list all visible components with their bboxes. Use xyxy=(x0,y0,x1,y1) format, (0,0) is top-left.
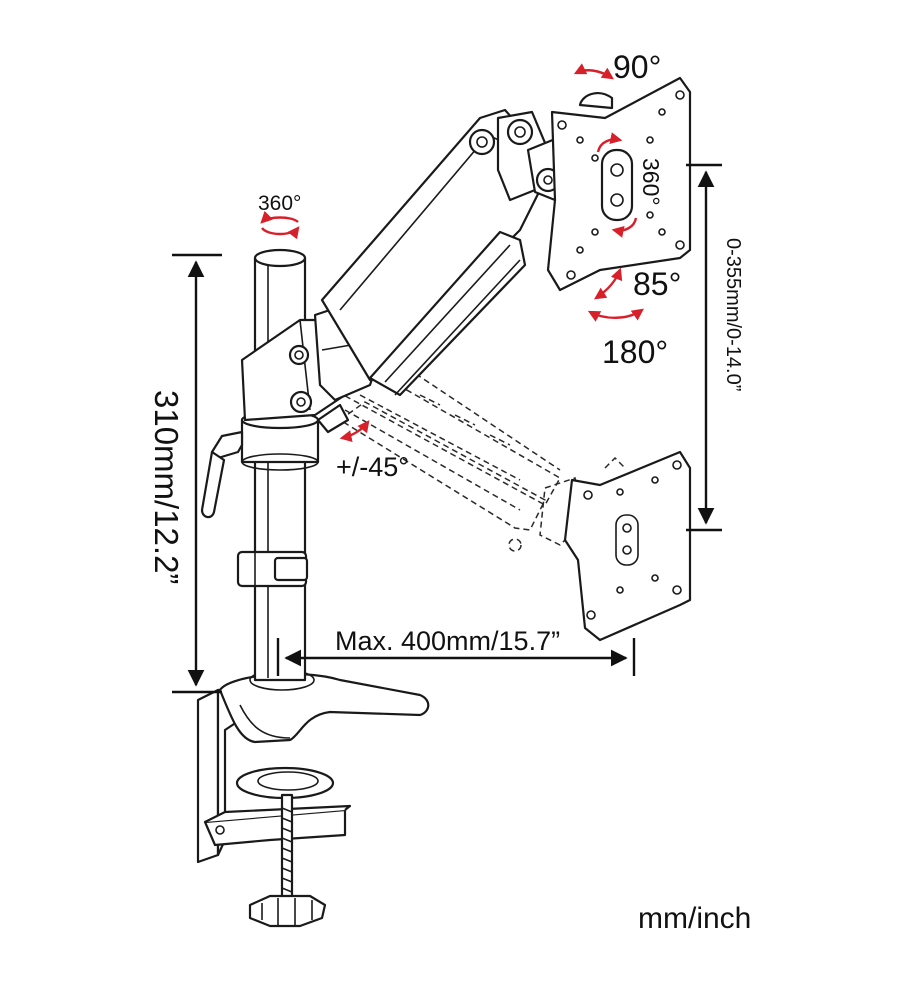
tilt-45-label: +/-45° xyxy=(336,452,409,482)
dimension-height-pole xyxy=(172,253,222,694)
rotation-arrows xyxy=(260,63,644,442)
base-foot xyxy=(218,669,430,744)
rotate-pole-label: 360° xyxy=(258,192,301,215)
pole-height-label: 310mm/12.2” xyxy=(148,390,185,584)
support-pole xyxy=(200,248,320,682)
reach-label: Max. 400mm/15.7” xyxy=(335,626,560,656)
swivel-180-label: 180° xyxy=(602,334,668,370)
units-label: mm/inch xyxy=(638,902,751,935)
lowered-vesa-plate xyxy=(563,450,692,642)
rotate-plate-label: 360° xyxy=(638,158,664,206)
dimension-reach xyxy=(276,638,636,676)
articulating-arm xyxy=(240,108,577,434)
tilt-90-label: 90° xyxy=(613,49,661,85)
vesa-plate xyxy=(546,76,692,292)
desk-clamp xyxy=(196,688,352,928)
height-range-label: 0-355mm/0-14.0” xyxy=(722,238,744,391)
tilt-85-label: 85° xyxy=(633,266,681,302)
dimension-height-range xyxy=(686,163,722,532)
